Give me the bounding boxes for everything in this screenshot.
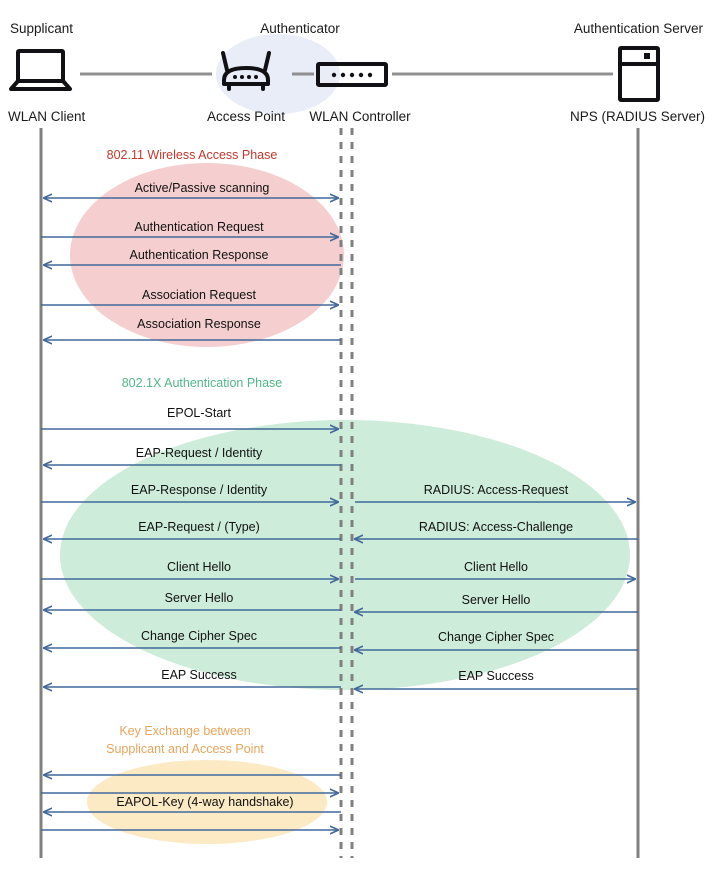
message-label-m12: Change Cipher Spec [141, 629, 257, 643]
phase-key-exchange-ellipse [87, 760, 327, 844]
phase-label-80211: 802.11 Wireless Access Phase [107, 148, 278, 162]
message-label-m11: Server Hello [165, 591, 234, 605]
message-row: Association Response [44, 317, 341, 340]
message-row: Change Cipher Spec [355, 630, 638, 650]
message-row: EAP Success [355, 669, 638, 689]
message-row: Change Cipher Spec [44, 629, 341, 648]
message-row: RADIUS: Access-Request [355, 483, 635, 502]
message-row: Server Hello [355, 593, 638, 612]
left-messages-layer: Active/Passive scanning Authentication R… [41, 181, 341, 830]
message-row: Active/Passive scanning [44, 181, 338, 198]
message-row: Server Hello [44, 591, 341, 610]
message-row: EAP-Request / (Type) [44, 520, 341, 539]
laptop-icon [9, 49, 72, 91]
message-row: EAP-Request / Identity [44, 446, 341, 465]
radius-message-label-r6: EAP Success [458, 669, 534, 683]
message-row: Client Hello [41, 560, 338, 579]
actor-device-labels: WLAN Client Access Point WLAN Controller… [8, 109, 705, 124]
lifelines-layer [39, 128, 640, 858]
message-row: EAP-Response / Identity [41, 483, 338, 502]
actor-device-nps-radius-server: NPS (RADIUS Server) [570, 109, 705, 124]
wlan-controller-icon [316, 62, 388, 87]
actor-role-supplicant: Supplicant [10, 21, 73, 36]
message-label-m10: Client Hello [167, 560, 231, 574]
actor-device-access-point: Access Point [207, 109, 285, 124]
actor-headers: Supplicant Authenticator Authentication … [10, 21, 704, 36]
radius-message-label-r5: Change Cipher Spec [438, 630, 554, 644]
message-row: EAP Success [44, 668, 341, 687]
radius-message-label-r1: RADIUS: Access-Request [424, 483, 569, 497]
message-label-m9: EAP-Request / (Type) [138, 520, 260, 534]
message-label-m13: EAP Success [161, 668, 237, 682]
message-label-m1: Active/Passive scanning [135, 181, 270, 195]
message-row: Client Hello [355, 560, 635, 579]
message-label-m7: EAP-Request / Identity [136, 446, 263, 460]
message-row: RADIUS: Access-Challenge [355, 520, 638, 539]
phase-label-key-exchange-line1: Key Exchange between [119, 724, 250, 738]
message-label-m2: Authentication Request [134, 220, 264, 234]
right-messages-layer: RADIUS: Access-Request RADIUS: Access-Ch… [355, 483, 638, 689]
message-row: Association Request [41, 288, 338, 305]
phase-8021x-ellipse [60, 420, 630, 690]
message-row: Authentication Response [44, 248, 341, 265]
message-label-m8: EAP-Response / Identity [131, 483, 268, 497]
access-point-icon [221, 51, 271, 91]
phase-ellipses-layer [60, 34, 630, 844]
message-row: EAPOL-Key (4-way handshake) [41, 793, 338, 809]
phase-label-8021x: 802.1X Authentication Phase [122, 376, 283, 390]
radius-message-label-r2: RADIUS: Access-Challenge [419, 520, 573, 534]
phase-labels-layer: 802.11 Wireless Access Phase 802.1X Auth… [106, 148, 282, 756]
message-label-m15: EAPOL-Key (4-way handshake) [116, 795, 293, 809]
actor-role-authentication-server: Authentication Server [574, 21, 704, 36]
authenticator-group-ellipse [216, 34, 340, 114]
phase-80211-ellipse [70, 163, 344, 347]
actor-device-wlan-controller: WLAN Controller [309, 109, 411, 124]
message-label-m5: Association Response [137, 317, 261, 331]
message-row: Authentication Request [41, 220, 338, 237]
actor-role-authenticator: Authenticator [260, 21, 340, 36]
radius-message-label-r3: Client Hello [464, 560, 528, 574]
phase-label-key-exchange-line2: Supplicant and Access Point [106, 742, 264, 756]
message-row: EPOL-Start [41, 406, 338, 429]
message-label-m4: Association Request [142, 288, 256, 302]
actor-device-wlan-client: WLAN Client [8, 109, 86, 124]
radius-message-label-r4: Server Hello [462, 593, 531, 607]
server-icon [618, 46, 660, 102]
message-label-m6: EPOL-Start [167, 406, 231, 420]
message-label-m3: Authentication Response [130, 248, 269, 262]
